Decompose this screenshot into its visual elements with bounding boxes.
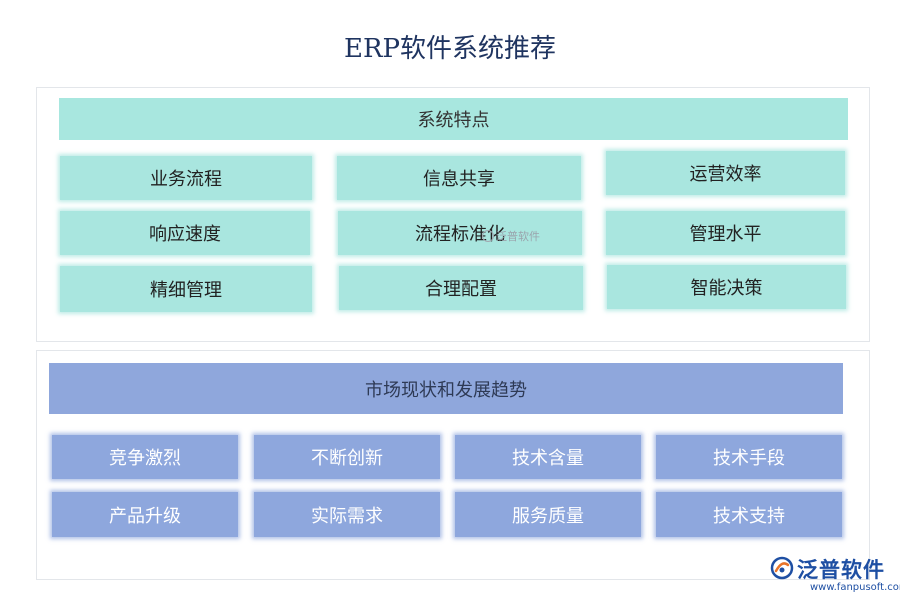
feature-box: 管理水平 <box>606 211 845 255</box>
brand-logo-text: 泛普软件 <box>797 558 885 582</box>
market-box: 技术含量 <box>455 435 641 479</box>
market-box: 技术支持 <box>656 492 842 537</box>
feature-box: 合理配置 <box>339 266 583 310</box>
watermark: 泛普软件 <box>482 228 540 244</box>
feature-box: 业务流程 <box>60 156 312 200</box>
watermark-text: 泛普软件 <box>496 230 540 243</box>
market-box: 不断创新 <box>254 435 440 479</box>
brand-logo-url: www.fanpusoft.com <box>810 582 900 593</box>
feature-box: 精细管理 <box>60 266 312 312</box>
brand-logo: 泛普软件 www.fanpusoft.com <box>770 552 900 596</box>
features-header: 系统特点 <box>59 98 848 140</box>
market-box: 服务质量 <box>455 492 641 537</box>
market-box: 技术手段 <box>656 435 842 479</box>
feature-box: 响应速度 <box>60 211 310 255</box>
market-box: 竞争激烈 <box>52 435 238 479</box>
market-box: 产品升级 <box>52 492 238 537</box>
feature-box: 流程标准化 <box>338 211 582 255</box>
watermark-icon <box>482 230 494 242</box>
market-header: 市场现状和发展趋势 <box>49 363 843 414</box>
brand-logo-icon <box>770 556 794 580</box>
feature-box: 智能决策 <box>607 265 846 309</box>
feature-box: 运营效率 <box>606 151 845 195</box>
feature-box: 信息共享 <box>337 156 581 200</box>
page-title: ERP软件系统推荐 <box>343 34 557 64</box>
market-box: 实际需求 <box>254 492 440 537</box>
